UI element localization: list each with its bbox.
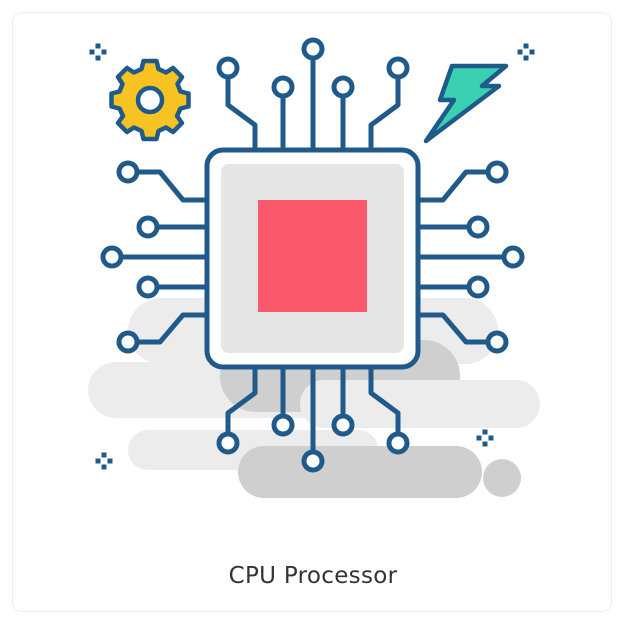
cloud-shape — [238, 446, 482, 498]
cloud-shape — [483, 459, 521, 497]
icon-caption: CPU Processor — [228, 563, 398, 589]
cpu-chip-icon — [204, 147, 421, 370]
lightning-bolt-icon — [423, 63, 509, 144]
gear-icon — [109, 58, 191, 142]
cloud-shape — [300, 380, 540, 428]
circuit-nodes — [100, 37, 525, 473]
chip-core — [258, 200, 367, 312]
sparkle-dots-icon — [89, 43, 535, 470]
